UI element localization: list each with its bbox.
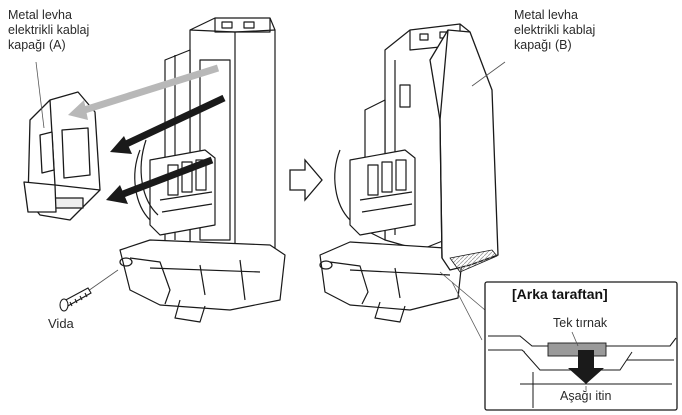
cover-b-label-line: Metal levha (514, 8, 578, 22)
cover-b-label-line: elektrikli kablaj (514, 23, 596, 37)
push-down-label: Aşağı itin (560, 389, 612, 403)
leader-lines-b (439, 61, 506, 341)
cover-a-label-line: kapağı (A) (8, 38, 66, 52)
single-tab-label: Tek tırnak (553, 316, 608, 330)
cover-b-label: Metal levha elektrikli kablaj kapağı (B) (514, 8, 595, 53)
down-arrow-icon (568, 350, 604, 384)
left-assembly (119, 17, 286, 323)
removal-arrows (68, 64, 226, 204)
outline-right-arrow-icon (289, 158, 323, 202)
callout-back-view (484, 281, 678, 411)
cover-a-label-line: Metal levha (8, 8, 72, 22)
screw-icon (59, 287, 92, 312)
cover-a-label: Metal levha elektrikli kablaj kapağı (A) (8, 8, 89, 53)
cover-a (23, 91, 101, 221)
cover-b (429, 29, 499, 273)
screw-label: Vida (48, 316, 74, 331)
cover-b-label-line: kapağı (B) (514, 38, 572, 52)
cover-a-label-line: elektrikli kablaj (8, 23, 90, 37)
callout-title: [Arka taraftan] (512, 286, 608, 302)
